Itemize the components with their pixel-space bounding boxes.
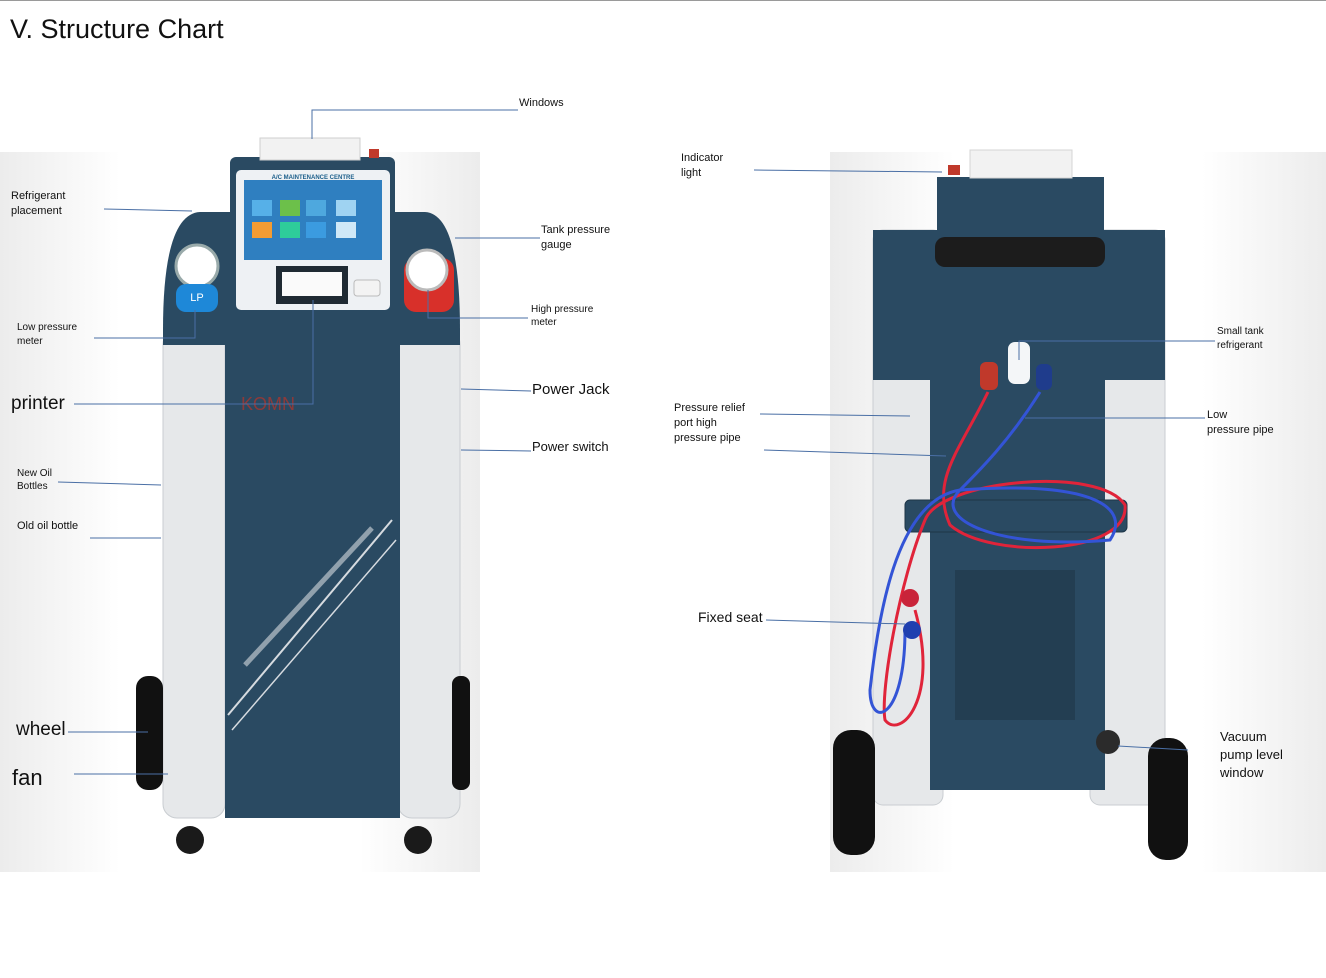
front-top-indicator: [369, 149, 379, 158]
back-right-shoulder: [1100, 230, 1165, 380]
label-low-pressure-pipe: Low pressure pipe: [1207, 409, 1274, 436]
front-low-pressure-gauge: [174, 243, 220, 289]
back-red-coupler: [901, 589, 919, 607]
label-fan: fan: [12, 765, 43, 790]
label-pressure-relief-port: Pressure relief port high pressure pipe: [674, 402, 745, 444]
back-small-tank: [1008, 342, 1030, 384]
leader-low-pressure-meter: [94, 310, 196, 339]
leader-lines: [57, 109, 1215, 775]
front-stripe-2: [231, 539, 397, 731]
label-low-pressure-meter: Low pressure meter: [17, 322, 78, 347]
label-printer: printer: [11, 393, 65, 414]
back-blue-coupler: [903, 621, 921, 639]
leader-high-pressure-meter: [427, 290, 528, 319]
label-vacuum-pump-level-window: Vacuum pump level window: [1220, 729, 1283, 780]
leader-new-oil-bottles: [57, 481, 162, 486]
front-right-wheel: [452, 676, 470, 790]
leader-power-jack: [460, 388, 532, 392]
front-screen-tiles: [252, 200, 356, 238]
label-power-switch: Power switch: [532, 439, 609, 454]
front-machine: A/C MAINTENANCE CENTRE LP KOMN: [136, 137, 470, 854]
front-printer-button: [353, 279, 381, 297]
front-lp-badge: [176, 284, 218, 312]
leader-indicator-light: [753, 169, 943, 173]
label-new-oil-bottles: New Oil Bottles: [17, 468, 53, 492]
label-fixed-seat: Fixed seat: [698, 609, 763, 625]
back-left-wheel: [833, 730, 875, 855]
back-red-hose: [882, 391, 1127, 727]
page-title: V. Structure Chart: [10, 14, 224, 44]
leader-high-pressure-pipe: [763, 449, 947, 457]
front-left-wheel: [136, 676, 163, 790]
back-vent-grill: [955, 570, 1075, 720]
front-lp-label: LP: [190, 292, 203, 304]
back-blue-valve: [1036, 364, 1052, 390]
leader-refrigerant-placement: [103, 208, 193, 212]
label-power-jack: Power Jack: [532, 381, 610, 398]
label-refrigerant-placement: Refrigerant placement: [11, 190, 66, 217]
label-small-tank-refrigerant: Small tank refrigerant: [1217, 326, 1264, 351]
back-red-valve: [980, 362, 998, 390]
leader-power-switch: [460, 449, 532, 452]
back-blue-hose: [868, 391, 1118, 714]
top-rule: [0, 0, 1326, 1]
label-windows: Windows: [519, 97, 564, 109]
back-left-shoulder: [873, 230, 940, 380]
front-printer-slot: [282, 272, 342, 296]
back-right-wheel: [1148, 738, 1188, 860]
back-vacuum-window: [1096, 730, 1120, 754]
front-caster-right: [404, 826, 432, 854]
back-handle: [935, 237, 1105, 267]
back-window-box: [969, 149, 1073, 179]
front-caster-left: [176, 826, 204, 854]
label-tank-pressure-gauge: Tank pressure gauge: [541, 224, 611, 251]
front-screen-header: A/C MAINTENANCE CENTRE: [272, 175, 355, 181]
leader-small-tank-refrigerant: [1018, 340, 1215, 360]
leader-printer: [74, 300, 314, 405]
front-stripe-1: [227, 519, 393, 716]
back-indicator-light: [948, 165, 960, 175]
front-window-box: [259, 137, 361, 161]
label-wheel: wheel: [16, 719, 66, 740]
leader-fixed-seat: [765, 619, 906, 625]
label-high-pressure-meter: High pressure meter: [531, 304, 594, 328]
front-left-shell: [162, 329, 226, 819]
leader-windows: [311, 109, 518, 139]
leader-vacuum-pump-window: [1117, 745, 1189, 751]
front-right-shell: [397, 329, 461, 819]
back-machine: [833, 149, 1188, 860]
label-old-oil-bottle: Old oil bottle: [17, 520, 79, 532]
front-high-pressure-gauge: [405, 248, 449, 292]
front-touchscreen: [244, 180, 382, 260]
front-stripe-3: [243, 526, 374, 667]
leader-pressure-relief-port: [759, 413, 911, 417]
back-fixed-seat-bracket: [904, 499, 1128, 533]
label-indicator-light: Indicator light: [681, 152, 724, 179]
